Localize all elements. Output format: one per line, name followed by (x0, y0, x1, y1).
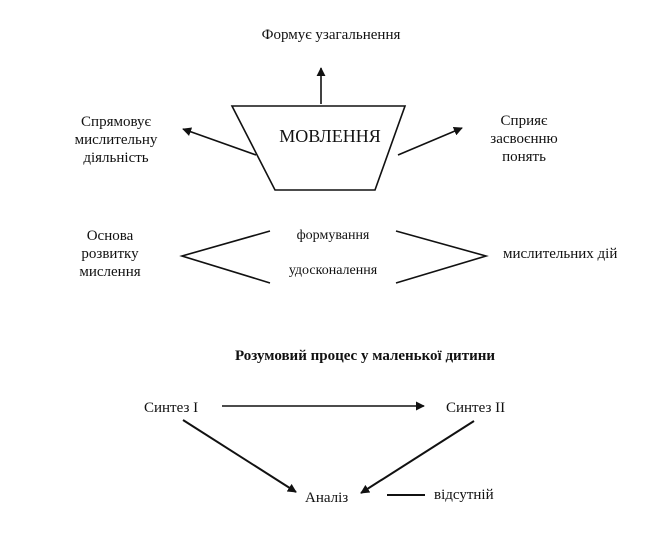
concepts-line-1: Сприяє (500, 113, 548, 129)
actions-label: мислительних дій (503, 246, 618, 262)
child-process-title: Розумовий процес у маленької дитини (235, 348, 495, 364)
basis-line-1: Основа (86, 228, 134, 244)
concepts-line-2: засвоєнню (490, 131, 558, 147)
direction-line-2: мислительну (74, 132, 158, 148)
left-chevron (179, 230, 271, 284)
direction-line-3: діяльність (83, 150, 149, 166)
speech-label: МОВЛЕННЯ (279, 126, 381, 146)
speech-trapezoid (230, 105, 407, 191)
right-chevron (395, 230, 489, 284)
analysis-label: Аналіз (305, 490, 349, 506)
synthesis-2-label: Синтез ІІ (446, 400, 506, 416)
basis-label: Основа розвитку мислення (60, 227, 160, 281)
concepts-line-3: понять (502, 149, 546, 165)
arrow-left-to-direction (182, 127, 257, 156)
direction-label: Спрямовує мислительну діяльність (55, 113, 177, 167)
direction-line-1: Спрямовує (81, 114, 151, 130)
generalization-label: Формує узагальнення (261, 27, 401, 43)
arrow-synthesis2-to-analysis (360, 420, 475, 494)
improvement-label: удосконалення (288, 263, 378, 278)
basis-line-3: мислення (79, 264, 141, 280)
arrow-right-to-concepts (397, 127, 463, 156)
absent-label: відсутній (434, 487, 494, 503)
synthesis-1-label: Синтез І (144, 400, 199, 416)
arrow-synthesis1-to-analysis (182, 419, 297, 493)
formation-label: формування (296, 228, 370, 243)
basis-line-2: розвитку (81, 246, 139, 262)
concepts-label: Сприяє засвоєнню понять (470, 112, 578, 166)
